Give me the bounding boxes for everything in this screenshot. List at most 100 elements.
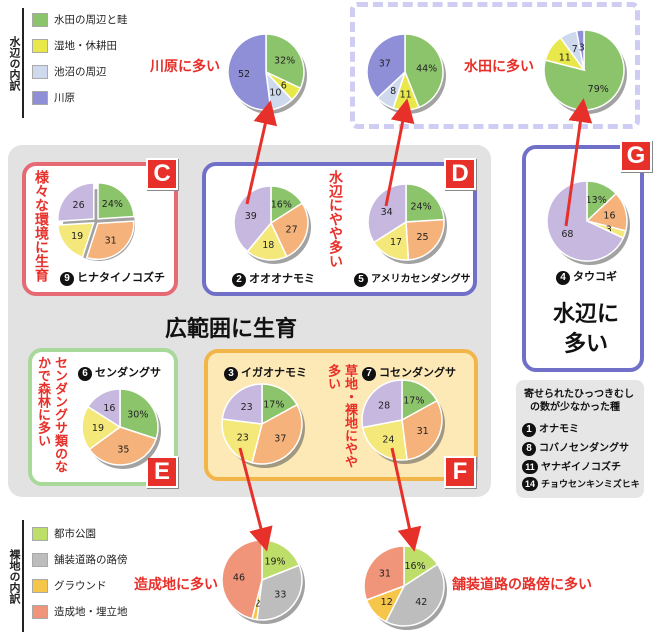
legend-bottom-item: グラウンド (32, 578, 107, 594)
paddy-box (350, 2, 640, 129)
legend-swatch (32, 13, 48, 27)
species-name: タウコギ (573, 270, 617, 283)
species-number: 14 (522, 477, 538, 491)
species-name: センダングサ (95, 366, 161, 379)
legend-label: 都市公園 (54, 528, 96, 540)
pie-slice-label: 25 (416, 232, 428, 243)
pie-slice-label: 34 (381, 207, 393, 218)
pie-slice (361, 379, 403, 429)
pie-slice-label: 7 (572, 44, 578, 55)
legend-label: 舗装道路の路傍 (54, 554, 128, 566)
pie-slice-label: 13% (586, 195, 607, 206)
arrow-to-zouseichi (238, 447, 273, 552)
pie-slice-label: 3 (579, 42, 585, 53)
pie-slice (401, 379, 439, 422)
label-hosou: 舗装道路の路傍に多い (452, 577, 592, 593)
legend-top-item: 水田の周辺と畦 (32, 12, 128, 28)
species-number: 8 (522, 442, 536, 456)
few-box-title-1: 寄せられたひっつきむし (524, 389, 634, 400)
pie-slice-label: 79% (588, 84, 609, 95)
badge-f: F (444, 456, 476, 488)
pie-slice (384, 563, 445, 627)
legend-label: 造成地・埋立地 (54, 606, 128, 618)
species-name: チョウセンキンミズヒキ (541, 480, 640, 490)
species-number: 6 (78, 367, 92, 381)
species-number: 4 (556, 271, 570, 285)
label-f-text: 草地・裸地にやや多い (325, 364, 357, 468)
pie-slice-label: 30% (127, 410, 148, 421)
legend-swatch (32, 527, 48, 541)
pie-slice (251, 403, 303, 465)
pie-slice-label: 35 (117, 444, 129, 455)
pie-slice-label: 37 (274, 434, 286, 445)
pie-slice-label: 16 (603, 211, 615, 222)
pie-slice-label: 24% (411, 201, 432, 212)
pie-slice-label: 16% (271, 200, 292, 211)
legend-swatch (32, 553, 48, 567)
pie-slice-label: 18 (262, 240, 274, 251)
pie-slice-label: 17% (403, 396, 424, 407)
pie-slice-label: 26 (73, 200, 85, 211)
species-number: 1 (522, 423, 536, 437)
legend-bottom: 裸地の内訳 都市公園 舗装道路の路傍 グラウンド 造成地・埋立地 (6, 520, 136, 632)
pie-pie9: 24% 31 19 26 (56, 182, 135, 261)
pie-slice (366, 33, 406, 100)
pie-slice-label: 23 (241, 402, 253, 413)
legend-swatch (32, 39, 48, 53)
pie-slice-label: 23 (237, 433, 249, 444)
pie-slice (546, 180, 625, 262)
pie-slice-label: 12 (381, 597, 393, 608)
legend-bottom-item: 舗装道路の路傍 (32, 552, 128, 568)
species-number: 7 (362, 367, 376, 381)
pie-slice-label: 16 (103, 403, 115, 414)
badge-g: G (620, 140, 652, 172)
pie-slice (221, 418, 263, 464)
pie-slice-label: 31 (417, 426, 429, 437)
pie-slice (57, 182, 95, 223)
few-box-title-2: の数が少なかった種 (530, 402, 620, 413)
pie-slice-label: 19% (264, 556, 285, 567)
legend-label: 湿地・休耕田 (54, 40, 117, 52)
species-name: オオオナモミ (249, 272, 315, 285)
main-title: 広範囲に生育 (165, 317, 298, 342)
label-suiden: 水田に多い (464, 59, 534, 75)
label-d-text: 水辺にやや多い (327, 170, 343, 268)
pie-slice (246, 221, 288, 261)
legend-swatch (32, 65, 48, 79)
legend-label: 川原 (54, 92, 75, 104)
pie-slice (85, 220, 135, 261)
arrow-to-kawara (245, 100, 278, 205)
pie-slice-label: 6 (281, 80, 287, 91)
legend-label: 池沼の周辺 (54, 66, 107, 78)
legend-bottom-item: 都市公園 (32, 526, 96, 542)
pie-slice-label: 32% (274, 56, 295, 67)
pie-slice-label: 19 (71, 231, 83, 242)
species-name: オナモミ (539, 424, 579, 435)
pie-slice-label: 46 (233, 573, 245, 584)
pie-slice-label: 24% (102, 199, 123, 210)
label-g-text-1: 水辺に (552, 302, 619, 327)
pie-slice-label: 37 (379, 59, 391, 70)
legend-bottom-item: 造成地・埋立地 (32, 604, 128, 620)
legend-swatch (32, 605, 48, 619)
label-e-text: センダングサ類のなかで森林に多い (35, 356, 67, 473)
legend-top-item: 湿地・休耕田 (32, 38, 117, 54)
pie-slice-label: 31 (105, 235, 117, 246)
badge-d: D (444, 158, 476, 190)
pie-slice (575, 29, 585, 71)
pie-slice (56, 222, 95, 259)
species-number: 9 (60, 272, 74, 286)
legend-swatch (32, 579, 48, 593)
legend-top-item: 川原 (32, 90, 75, 106)
pie-slice-label: 3 (606, 224, 612, 235)
